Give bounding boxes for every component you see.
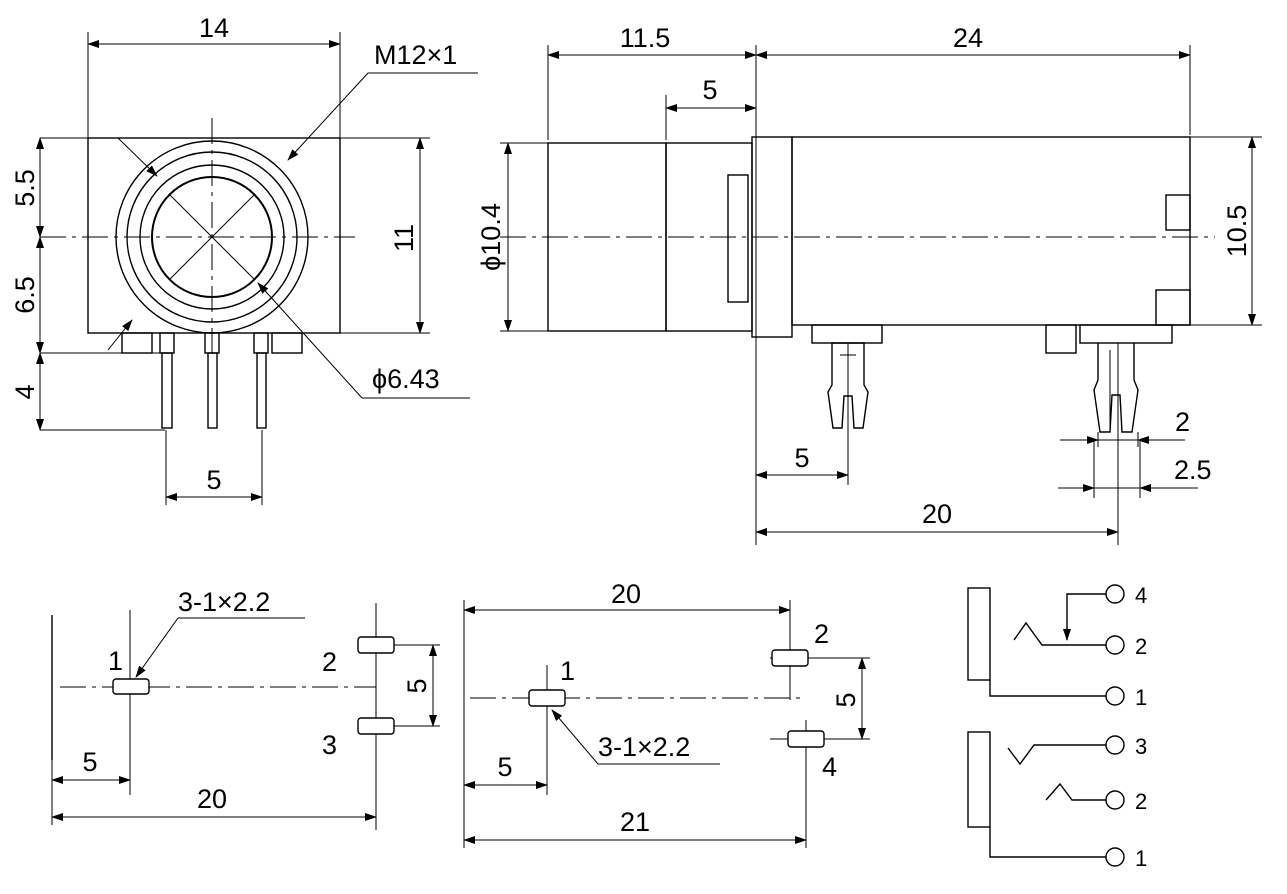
thread-label: M12×1 [374, 40, 457, 70]
footprint-left-pad-3 [357, 717, 395, 735]
footprint-right-span-top: 20 [611, 579, 641, 609]
front-pin-right [256, 352, 267, 429]
footprint-left-pin-1-label: 1 [108, 646, 123, 676]
footprint-left-span: 20 [197, 784, 227, 814]
dim-front-diameter: ϕ10.4 [476, 203, 506, 271]
schematic: 4 2 1 3 2 1 [967, 583, 1147, 871]
dim-pin-span: 20 [922, 499, 952, 529]
footprint-left-hole-spec: 3-1×2.2 [178, 587, 270, 617]
schematic-top-terminal-2 [1105, 635, 1125, 655]
side-view: 11.5 24 5 ϕ10.4 10.5 5 20 2 2.5 [476, 23, 1262, 545]
jack-body [791, 136, 1191, 326]
side-pin-rear [1093, 343, 1139, 433]
dim-pin-width: 2.5 [1174, 455, 1212, 485]
dim-body-height: 10.5 [1222, 205, 1252, 258]
schematic-top-terminal-4 [1105, 584, 1125, 604]
schematic-bottom-terminal-a-label: 3 [1135, 734, 1147, 759]
footprint-right-hole-spec: 3-1×2.2 [598, 732, 690, 762]
schematic-bottom-terminal-1 [1105, 847, 1125, 867]
dim-front-length: 11.5 [620, 23, 671, 53]
schematic-top: 4 2 1 [967, 583, 1147, 710]
bore-label: ϕ6.43 [372, 364, 440, 394]
schematic-top-terminal-c-label: 1 [1135, 685, 1147, 710]
front-pin-middle [207, 352, 218, 429]
footprint-right-span-bottom: 21 [620, 807, 650, 837]
footprint-right-pad-1 [528, 689, 566, 707]
schematic-top-terminal-a-label: 4 [1135, 583, 1147, 608]
footprint-right: 20 1 2 4 5 3-1×2.2 5 21 [463, 579, 870, 848]
dim-width: 14 [199, 13, 229, 43]
front-view: 14 M12×1 5.5 6.5 4 11 ϕ6.43 5 [10, 13, 478, 505]
dim-lower-offset: 6.5 [10, 276, 40, 314]
footprint-left-pin-2-label: 2 [322, 647, 337, 677]
dim-pin-thickness: 2 [1175, 407, 1190, 437]
schematic-bottom-terminal-b-label: 2 [1135, 789, 1147, 814]
footprint-left-pad-1 [112, 678, 150, 695]
schematic-top-sleeve [967, 587, 991, 681]
footprint-right-pad-2 [771, 649, 809, 667]
dim-upper-offset: 5.5 [10, 169, 40, 207]
schematic-bottom: 3 2 1 [967, 731, 1147, 871]
dim-body-length: 24 [953, 23, 983, 53]
footprint-left-pad-2 [357, 636, 395, 654]
footprint-left: 3-1×2.2 1 2 3 5 5 20 [51, 587, 440, 830]
footprint-left-offset: 5 [82, 747, 97, 777]
footprint-right-offset: 5 [497, 752, 512, 782]
footprint-right-pitch: 5 [831, 692, 861, 707]
dim-height: 11 [389, 224, 419, 252]
schematic-bottom-terminal-2 [1105, 790, 1125, 810]
dim-nut-length: 5 [702, 75, 717, 105]
footprint-right-pin-1-label: 1 [560, 656, 575, 686]
dim-pin-pitch: 5 [206, 465, 221, 495]
schematic-top-terminal-b-label: 2 [1135, 634, 1147, 659]
side-pin-front [827, 342, 869, 429]
footprint-left-pin-3-label: 3 [322, 730, 337, 760]
schematic-bottom-terminal-c-label: 1 [1135, 846, 1147, 871]
footprint-left-pitch: 5 [402, 678, 432, 693]
schematic-bottom-sleeve [967, 731, 991, 828]
dim-pin-length: 4 [10, 384, 40, 399]
dim-pin-offset: 5 [794, 443, 809, 473]
front-pin-left [161, 352, 173, 429]
schematic-bottom-terminal-3 [1105, 735, 1125, 755]
schematic-top-terminal-1 [1105, 686, 1125, 706]
footprint-right-pin-2-label: 2 [814, 619, 829, 649]
footprint-right-pin-4-label: 4 [822, 752, 837, 782]
footprint-right-pad-4 [787, 730, 825, 748]
